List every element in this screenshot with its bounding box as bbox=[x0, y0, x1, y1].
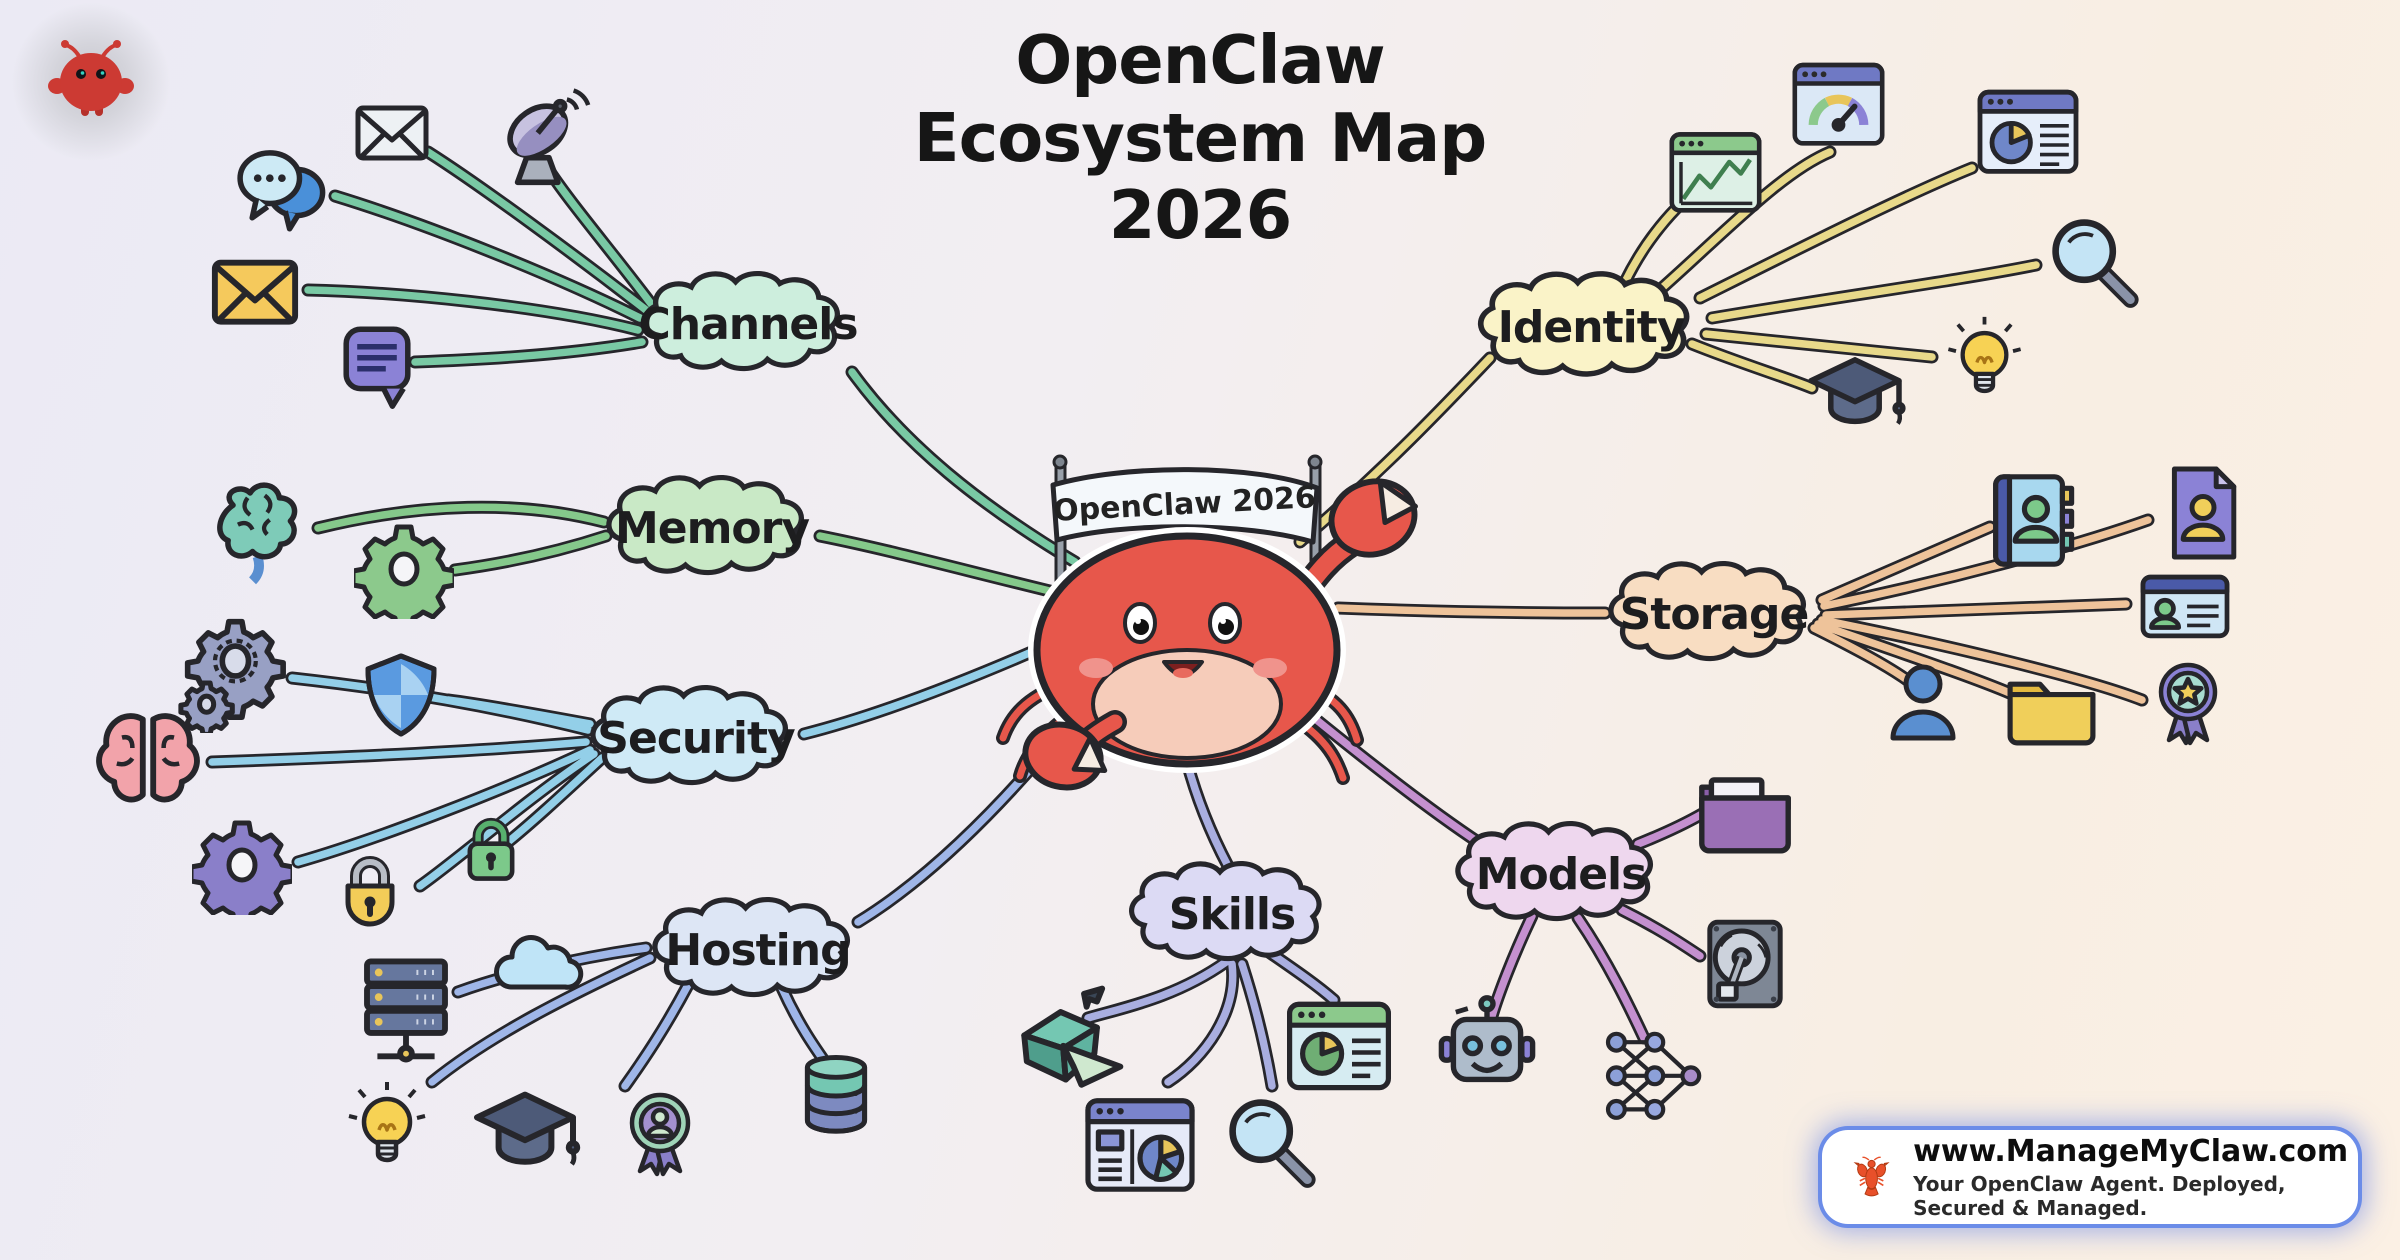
node-identity-label: Identity bbox=[1497, 301, 1686, 353]
brain-pink-icon bbox=[83, 696, 213, 826]
browser-pie-report-icon bbox=[1968, 73, 2088, 193]
title-line-3: 2026 bbox=[1108, 176, 1292, 255]
shield-icon bbox=[351, 646, 451, 746]
node-storage: Storage bbox=[1599, 558, 1829, 670]
lightbulb-identity-icon bbox=[1937, 315, 2032, 410]
brain-teal-icon bbox=[194, 471, 316, 593]
banner bbox=[1050, 467, 1320, 545]
gear-green-icon bbox=[354, 519, 454, 619]
badge-star-icon bbox=[2138, 652, 2238, 752]
chat-bubbles-icon bbox=[228, 132, 338, 242]
browser-pie-dashboard-icon bbox=[1075, 1080, 1205, 1210]
double-gears-icon bbox=[173, 613, 293, 733]
title-line-1: OpenClaw bbox=[1015, 21, 1385, 99]
person-icon bbox=[1873, 652, 1973, 752]
title-line-2: Ecosystem Map bbox=[913, 98, 1487, 177]
hard-drive-icon bbox=[1690, 909, 1800, 1019]
node-hosting-label: Hosting bbox=[665, 924, 851, 976]
browser-gauge-icon bbox=[1781, 49, 1896, 164]
padlock-yellow-icon bbox=[320, 842, 420, 942]
badge-url: www.ManageMyClaw.com bbox=[1913, 1134, 2349, 1169]
folder-yellow-icon bbox=[1994, 652, 2109, 767]
node-memory: Memory bbox=[597, 472, 827, 584]
satellite-dish-icon bbox=[484, 86, 596, 198]
node-security-label: Security bbox=[597, 712, 795, 764]
node-skills: Skills bbox=[1120, 858, 1344, 970]
paper-plane-3d-icon bbox=[1006, 973, 1136, 1103]
envelope-icon bbox=[342, 82, 442, 182]
node-identity: Identity bbox=[1468, 268, 1714, 386]
node-models-label: Models bbox=[1475, 848, 1648, 900]
database-icon bbox=[781, 1041, 891, 1151]
node-channels: Channels bbox=[633, 268, 863, 380]
id-card-icon bbox=[2125, 554, 2245, 659]
browser-pie-green-icon bbox=[1274, 981, 1404, 1111]
award-ribbon-icon bbox=[610, 1081, 710, 1181]
padlock-green-icon bbox=[445, 805, 537, 897]
cloud-icon bbox=[477, 915, 597, 1015]
page-title: OpenClaw Ecosystem Map 2026 bbox=[820, 21, 1580, 255]
badge-tagline: Your OpenClaw Agent. Deployed, Secured &… bbox=[1913, 1172, 2286, 1220]
gear-purple-icon bbox=[192, 815, 292, 915]
footer-badge: www.ManageMyClaw.com Your OpenClaw Agent… bbox=[1822, 1130, 2358, 1224]
crab-logo-icon bbox=[48, 40, 134, 116]
graduation-cap-icon bbox=[465, 1073, 585, 1193]
browser-line-chart-icon bbox=[1658, 116, 1773, 231]
document-person-icon bbox=[2148, 458, 2258, 568]
node-models: Models bbox=[1446, 818, 1676, 930]
lobster-icon bbox=[1853, 1156, 1890, 1197]
node-security: Security bbox=[581, 682, 811, 794]
folder-purple-icon bbox=[1685, 756, 1805, 876]
crab-mascot: OpenClaw 2026 bbox=[965, 440, 1445, 810]
neural-network-icon bbox=[1590, 1011, 1710, 1131]
contact-book-icon bbox=[1975, 463, 2090, 578]
envelope-yellow-icon bbox=[196, 232, 314, 350]
magnifier-icon bbox=[1215, 1085, 1325, 1195]
robot-head-icon bbox=[1427, 993, 1547, 1113]
node-hosting: Hosting bbox=[643, 894, 873, 1006]
node-skills-label: Skills bbox=[1168, 888, 1296, 940]
node-channels-label: Channels bbox=[638, 298, 858, 350]
graduation-cap-identity-icon bbox=[1800, 340, 1910, 450]
node-memory-label: Memory bbox=[614, 502, 810, 554]
lightbulb-icon bbox=[337, 1080, 437, 1180]
crab-logo bbox=[6, 2, 176, 162]
magnifier-identity-icon bbox=[2038, 205, 2148, 315]
message-bubble-icon bbox=[322, 305, 432, 415]
node-storage-label: Storage bbox=[1619, 588, 1810, 640]
server-rack-icon bbox=[341, 938, 471, 1068]
